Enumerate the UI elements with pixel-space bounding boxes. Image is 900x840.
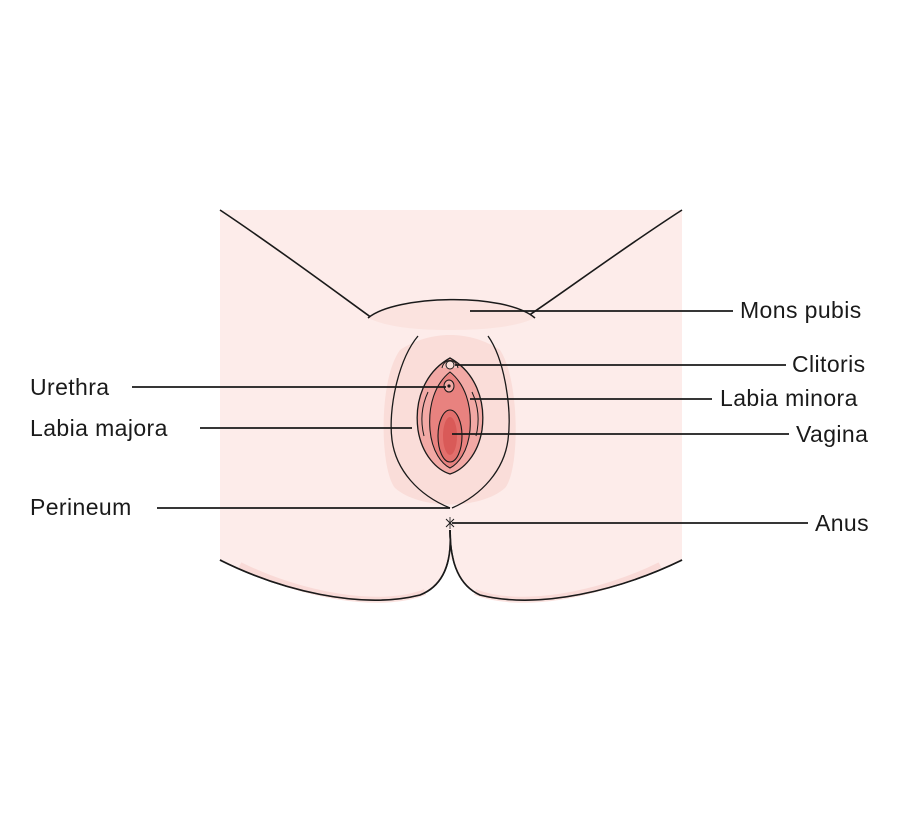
mons-pubis-shape bbox=[368, 299, 535, 330]
label-perineum: Perineum bbox=[30, 494, 132, 520]
anus-mark bbox=[445, 517, 455, 529]
mons-pubis-outline bbox=[367, 298, 536, 319]
label-mons-pubis: Mons pubis bbox=[740, 297, 862, 323]
label-urethra: Urethra bbox=[30, 374, 110, 400]
labia-majora-right-line bbox=[451, 335, 510, 509]
label-clitoris: Clitoris bbox=[792, 351, 866, 377]
label-vagina: Vagina bbox=[796, 421, 869, 447]
clitoris-shape bbox=[445, 360, 455, 370]
vagina-inner bbox=[443, 417, 457, 455]
label-anus: Anus bbox=[815, 510, 870, 536]
urethra-dot bbox=[447, 384, 451, 388]
labia-fold-right bbox=[471, 391, 479, 437]
labia-majora-left-line bbox=[390, 335, 451, 509]
lower-fill bbox=[220, 530, 682, 601]
left-thigh-outline bbox=[219, 209, 373, 319]
labia-fold-left bbox=[421, 391, 429, 437]
label-labia-majora: Labia majora bbox=[30, 415, 168, 441]
label-labia-minora: Labia minora bbox=[720, 385, 858, 411]
